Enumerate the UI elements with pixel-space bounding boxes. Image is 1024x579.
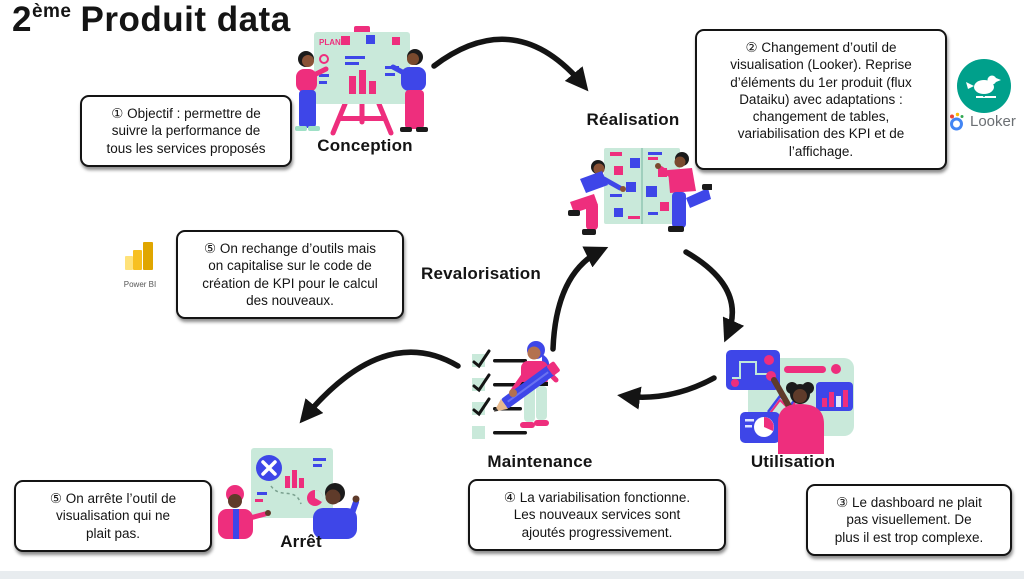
note-number: ③ — [836, 495, 849, 510]
stopped-dashboard-board — [251, 448, 333, 518]
note-changement-outil: ② Changement d’outil de visualisation (L… — [695, 29, 947, 170]
arrow-utilisation-to-maintenance — [617, 375, 717, 410]
note-text: Le dashboard ne plait pas visuellement. … — [834, 495, 984, 545]
check-icon — [472, 397, 491, 417]
dataiku-bird-icon — [957, 59, 1011, 113]
flowchart-panel — [726, 350, 780, 390]
note-number: ⑤ — [49, 491, 63, 506]
note-dashboard: ③ Le dashboard ne plait pas visuellement… — [806, 484, 1012, 556]
check-icon — [472, 373, 491, 393]
dot — [831, 364, 841, 374]
note-number: ④ — [503, 490, 516, 505]
note-text: La variabilisation fonctionne. Les nouve… — [513, 490, 691, 540]
looker-icon — [950, 112, 964, 131]
note-rechange-outils: ⑤ On rechange d’outils mais on capitalis… — [176, 230, 404, 320]
note-variabilisation: ④ La variabilisation fonctionne. Les nou… — [468, 479, 726, 551]
arrow-realisation-to-utilisation — [683, 249, 745, 343]
check-icon — [472, 349, 491, 369]
person-left — [295, 51, 329, 131]
stage-label-arret: Arrêt — [280, 532, 322, 551]
note-text: Changement d’outil de visualisation (Loo… — [730, 40, 912, 159]
stage-label-realisation: Réalisation — [586, 110, 680, 129]
utilisation-illustration — [726, 350, 854, 454]
title-superscript: ème — [31, 1, 72, 22]
person-right — [313, 483, 360, 539]
note-objectif: ① Objectif : permettre de suivre la perf… — [80, 95, 292, 167]
maintenance-illustration — [472, 341, 560, 439]
pie-chart-panel — [740, 412, 780, 443]
progress-bar — [784, 366, 826, 373]
note-text: On arrête l’outil de visualisation qui n… — [55, 491, 177, 541]
pencil — [493, 361, 560, 412]
power-bi-icon — [125, 242, 153, 270]
arrow-maintenance-to-arret — [299, 349, 461, 424]
power-bi-label: Power BI — [123, 280, 157, 289]
person-left — [568, 160, 626, 235]
looker-logo-block: Looker — [948, 112, 1016, 131]
easel-whiteboard: PLAN — [314, 26, 410, 136]
arrow-conception-to-realisation — [431, 36, 589, 92]
hand — [509, 389, 517, 397]
title-text: Produit data — [80, 0, 291, 39]
conception-illustration: PLAN — [295, 26, 428, 136]
note-number: ⑤ — [204, 241, 217, 256]
stage-label-conception: Conception — [317, 136, 413, 155]
person-right — [655, 152, 712, 232]
slide-edge-bar — [0, 571, 1024, 579]
note-text: Objectif : permettre de suivre la perfor… — [106, 106, 266, 156]
page-title: 2ème Produit data — [12, 0, 291, 40]
person-right — [390, 49, 428, 132]
stage-label-revalorisation: Revalorisation — [421, 264, 541, 283]
person-left — [218, 485, 271, 539]
stage-label-utilisation: Utilisation — [750, 452, 836, 471]
note-number: ② — [745, 40, 758, 55]
looker-label: Looker — [970, 113, 1016, 130]
person — [771, 377, 824, 454]
title-number: 2 — [12, 0, 32, 39]
power-bi-logo-block: Power BI — [112, 242, 168, 289]
board-plan-text: PLAN — [319, 38, 341, 47]
note-arret-outil: ⑤ On arrête l’outil de visualisation qui… — [14, 480, 212, 552]
arret-illustration — [218, 448, 360, 539]
realisation-illustration — [568, 148, 712, 235]
note-text: On rechange d’outils mais on capitalise … — [202, 241, 378, 308]
stage-label-maintenance: Maintenance — [487, 452, 593, 471]
note-number: ① — [111, 106, 124, 121]
bar-chart-panel — [816, 382, 853, 411]
x-mark-icon — [261, 460, 277, 476]
